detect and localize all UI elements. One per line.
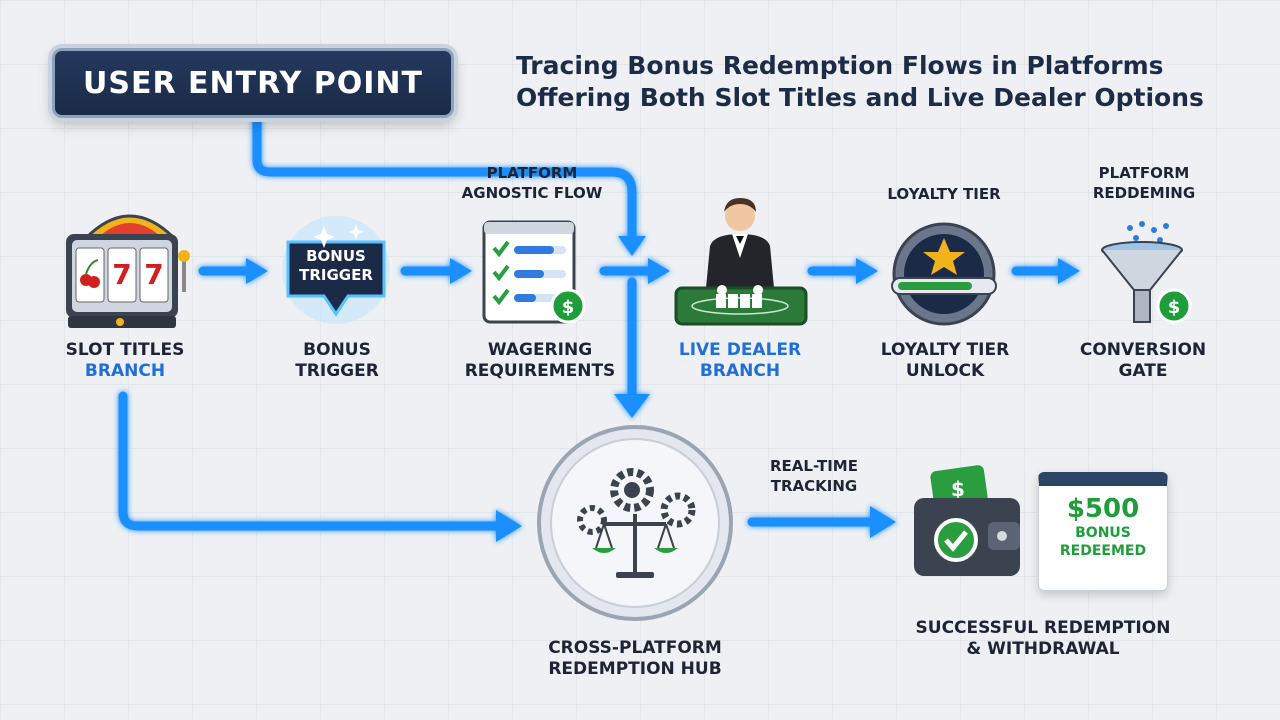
bonus-badge-icon [282,216,390,324]
slot-reel-symbol: 7 [112,258,131,291]
svg-text:$: $ [1168,297,1181,318]
star-badge-icon [891,222,997,326]
title-line-2: Offering Both Slot Titles and Live Deale… [516,83,1204,112]
tag-real-time-tracking: REAL-TIME TRACKING [756,456,872,496]
checklist-icon: $ [482,220,586,324]
user-entry-point[interactable]: USER ENTRY POINT [52,48,454,118]
step-successful-redemption[interactable]: SUCCESSFUL REDEMPTION & WITHDRAWAL [900,618,1186,660]
slot-reel-symbol: 7 [144,258,163,291]
step-label-line-2: REQUIREMENTS [464,361,616,381]
tag-line-1: REAL-TIME [770,457,858,475]
diagram-title: Tracing Bonus Redemption Flows in Platfo… [516,50,1216,114]
arrowhead [614,394,650,418]
step-label-line-2: GATE [1118,361,1168,381]
tag-loyalty-tier: LOYALTY TIER [887,185,1001,203]
step-label-line-2: REDEMPTION HUB [548,659,722,679]
step-loyalty-tier-unlock[interactable]: LOYALTY TIER UNLOCK [860,340,1030,382]
step-label-line-1: WAGERING [487,340,593,360]
step-redemption-hub[interactable]: CROSS-PLATFORM REDEMPTION HUB [530,638,740,680]
title-line-1: Tracing Bonus Redemption Flows in Platfo… [516,51,1164,80]
wallet-icon: $ [914,465,1020,576]
tag-line-1: PLATFORM [486,164,578,182]
step-label-line-2: TRIGGER [295,361,379,381]
slot-to-hub-connector [118,391,503,531]
svg-text:$: $ [562,297,575,318]
bonus-redeemed-card: $500 BONUS REDEEMED [1038,472,1168,591]
tag-line-2: REDDEMING [1092,184,1196,202]
arrowhead [618,236,646,256]
slot-machine-icon: 7 7 [66,214,190,328]
dealer-icon [674,198,808,326]
arrowhead [1058,258,1080,284]
step-slot-titles-branch[interactable]: SLOT TITLES BRANCH [40,340,210,382]
step-conversion-gate[interactable]: CONVERSION GATE [1060,340,1226,382]
step-label-line-2: BRANCH [84,361,166,381]
badge-line-2: TRIGGER [299,266,373,284]
arrowhead [648,258,670,284]
bonus-card-line-1: BONUS [1075,525,1131,541]
bonus-amount: $500 [1066,494,1140,524]
badge-line-1: BONUS [306,247,366,265]
step-label-line-1: LIVE DEALER [678,340,802,360]
arrowhead [856,258,878,284]
tag-line-2: AGNOSTIC FLOW [461,184,603,202]
arrowhead [246,258,268,284]
bonus-trigger-badge-text: BONUS TRIGGER [290,247,382,285]
step-label-line-1: LOYALTY TIER [880,340,1010,360]
step-wagering-requirements[interactable]: WAGERING REQUIREMENTS [440,340,640,382]
bonus-card-line-2: REDEEMED [1059,543,1147,559]
tag-platform-agnostic-flow: PLATFORM AGNOSTIC FLOW [452,163,612,203]
arrowhead [870,506,896,538]
svg-text:$: $ [951,477,965,501]
entry-connector [252,113,637,241]
funnel-icon: $ [1101,221,1192,324]
step-live-dealer-branch[interactable]: LIVE DEALER BRANCH [652,340,828,382]
step-label-line-2: & WITHDRAWAL [966,639,1120,659]
step-label-line-1: BONUS [303,340,371,360]
tag-line-2: TRACKING [770,477,858,495]
step-label-line-1: CROSS-PLATFORM [548,638,722,658]
step-label-line-1: SUCCESSFUL REDEMPTION [915,618,1171,638]
step-bonus-trigger[interactable]: BONUS TRIGGER [262,340,412,382]
tag-line-1: PLATFORM [1098,164,1190,182]
step-label-line-2: UNLOCK [905,361,985,381]
step-label-line-1: CONVERSION [1079,340,1207,360]
arrowhead [496,510,522,542]
step-label-line-2: BRANCH [699,361,781,381]
arrowhead [450,258,472,284]
step-label-line-1: SLOT TITLES [65,340,185,360]
tag-platform-redeeming: PLATFORM REDDEMING [1078,163,1210,203]
gears-scale-icon [537,425,733,621]
